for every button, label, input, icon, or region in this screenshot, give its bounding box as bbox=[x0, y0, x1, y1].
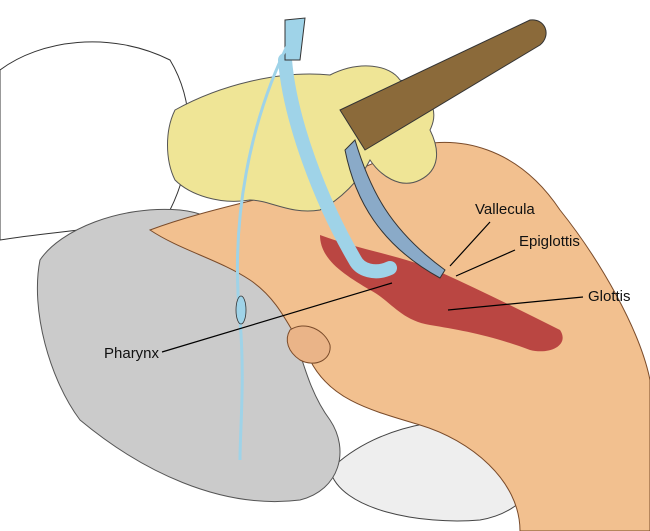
laryngoscope-blade bbox=[344, 139, 446, 279]
leader-epiglottis bbox=[455, 249, 516, 277]
label-pharynx: Pharynx bbox=[104, 345, 160, 362]
endotracheal-tube bbox=[278, 53, 397, 279]
pilot-balloon bbox=[235, 295, 247, 325]
pilot-line bbox=[235, 39, 292, 461]
label-vallecula: Vallecula bbox=[475, 201, 535, 218]
label-epiglottis: Epiglottis bbox=[519, 233, 580, 250]
leader-glottis bbox=[447, 296, 584, 311]
label-glottis: Glottis bbox=[588, 288, 631, 305]
chin bbox=[286, 325, 331, 364]
tube-connector bbox=[284, 17, 306, 61]
laryngoscope-handle bbox=[339, 19, 547, 151]
leader-vallecula bbox=[449, 221, 491, 267]
leader-pharynx bbox=[161, 282, 393, 353]
